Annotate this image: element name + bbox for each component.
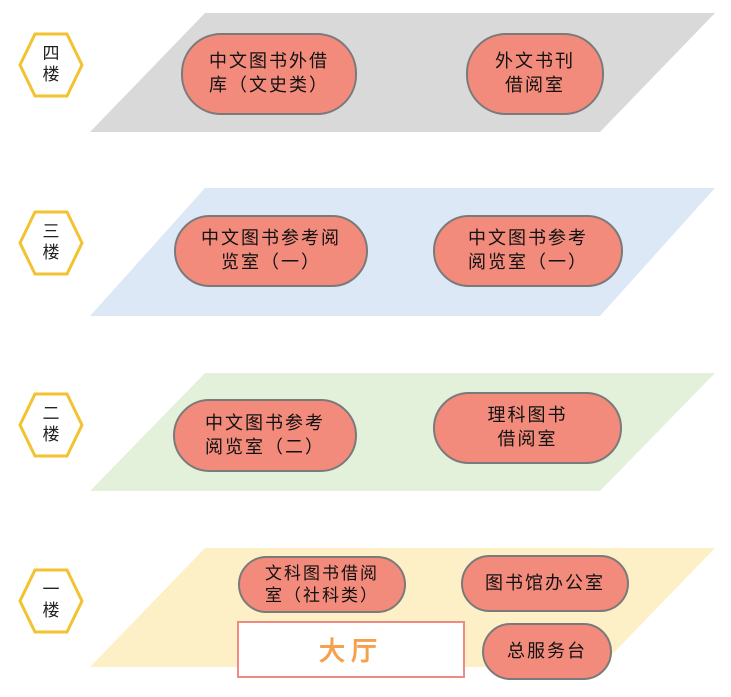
hexagon-icon — [18, 392, 84, 458]
room-service-desk: 总服务台 — [482, 623, 612, 680]
lobby-label: 大厅 — [318, 637, 383, 667]
room-library-office: 图书馆办公室 — [461, 555, 629, 612]
room-science-lending: 理科图书 借阅室 — [433, 392, 622, 464]
room-chinese-reference-1b: 中文图书参考 阅览室（一） — [433, 215, 623, 287]
floor-3-badge: 三楼 — [18, 210, 84, 276]
hexagon-icon — [18, 32, 84, 98]
floor-4-label: 四楼 — [42, 44, 60, 85]
room-liberal-arts-lending: 文科图书借阅 室（社科类） — [238, 556, 406, 613]
lobby-box: 大厅 — [237, 621, 465, 678]
floor-4-badge: 四楼 — [18, 32, 84, 98]
hexagon-icon — [18, 568, 84, 634]
room-chinese-reference-1a: 中文图书参考阅 览室（一） — [174, 215, 368, 287]
room-chinese-lending-humanities: 中文图书外借 库（文史类） — [181, 33, 357, 115]
room-foreign-periodicals: 外文书刊 借阅室 — [466, 33, 604, 115]
floor-3-label: 三楼 — [42, 222, 60, 263]
room-chinese-reference-2: 中文图书参考 阅览室（二） — [173, 399, 357, 472]
floor-1-label: 一楼 — [42, 580, 60, 621]
floor-1-badge: 一楼 — [18, 568, 84, 634]
hexagon-icon — [18, 210, 84, 276]
floor-2-badge: 二楼 — [18, 392, 84, 458]
floor-2-label: 二楼 — [42, 404, 60, 445]
